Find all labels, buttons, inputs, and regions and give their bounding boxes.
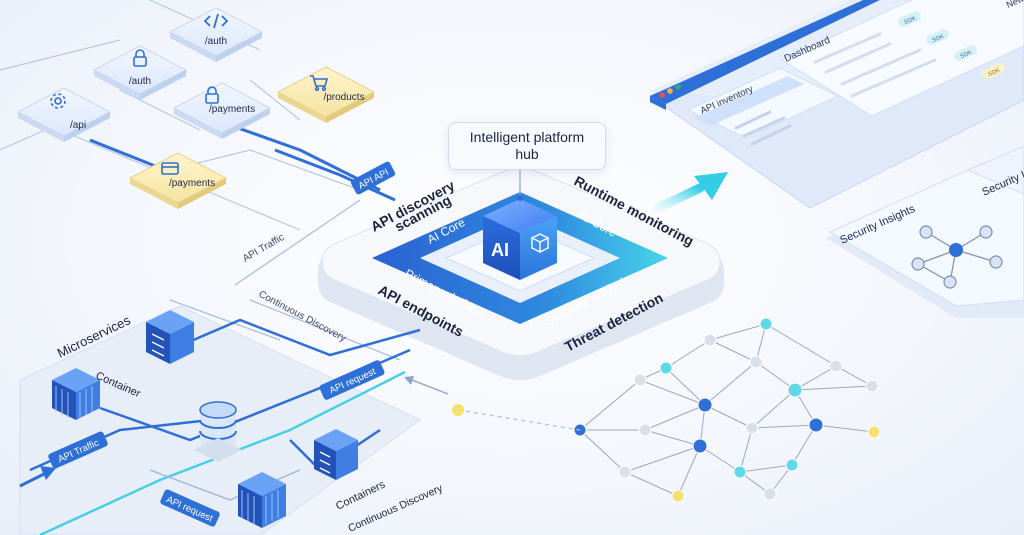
network-nodes <box>573 317 881 503</box>
badge-sdk: SDK <box>932 34 946 45</box>
endpoint-label: /auth <box>129 76 151 87</box>
cart-icon <box>310 75 329 92</box>
lock-icon <box>133 49 147 67</box>
traffic-lines <box>169 199 401 361</box>
card-icon <box>161 162 179 175</box>
lock-icon <box>205 86 219 104</box>
small-arrow-head <box>404 376 414 385</box>
hub-title-line1: Intelligent platform <box>469 129 585 145</box>
dashboard-badges: SDK SDK SDK SDK <box>898 11 1005 79</box>
node <box>787 382 803 398</box>
dashboard-window <box>648 0 1024 209</box>
node <box>759 317 773 331</box>
node <box>867 425 881 439</box>
label-containers: Containers <box>334 478 388 512</box>
yellow-node <box>452 404 464 416</box>
node <box>745 421 759 435</box>
window-dot-maximize[interactable] <box>675 84 681 90</box>
dashboard-tab-partial: New <box>1005 0 1024 10</box>
node <box>733 465 747 479</box>
server-cube-4[interactable] <box>238 472 286 528</box>
node <box>749 355 763 369</box>
node <box>618 465 632 479</box>
endpoint-label: /products <box>323 92 364 103</box>
endpoint-tile-code[interactable]: /auth <box>168 7 264 62</box>
window-dot-close[interactable] <box>659 92 665 98</box>
endpoint-tile-auth[interactable]: /auth <box>92 45 188 100</box>
flow-label-api-traffic: API Traffic <box>241 232 286 265</box>
server-cube-1[interactable] <box>146 310 194 364</box>
badge-sdk: SDK <box>904 16 918 27</box>
inbound-arrow-head <box>40 466 56 480</box>
arrow-to-dashboard <box>653 172 728 213</box>
server-cube-3[interactable] <box>314 429 358 480</box>
node <box>865 379 879 393</box>
ai-core-cube: AI <box>483 168 557 280</box>
node <box>808 417 824 433</box>
hub-title-line2: hub <box>515 146 539 162</box>
node <box>659 361 673 375</box>
node <box>697 397 713 413</box>
network-graph <box>579 323 875 497</box>
primary-flow-lines <box>89 116 396 202</box>
gear-icon <box>50 93 66 109</box>
security-insights-card <box>826 145 1024 318</box>
endpoint-tile-payments[interactable]: /payments <box>172 82 272 139</box>
badge-sdk: SDK <box>960 50 974 61</box>
small-arrow <box>411 379 449 395</box>
dashed-link <box>457 409 581 431</box>
node <box>785 458 799 472</box>
hub-title-callout: Intelligent platform hub <box>448 122 606 170</box>
ai-cube-label: AI <box>491 240 509 260</box>
window-dot-minimize[interactable] <box>667 88 673 94</box>
endpoint-label: /api <box>70 120 86 131</box>
endpoint-tile-products[interactable]: /products <box>276 66 376 123</box>
server-cube-2[interactable] <box>52 368 100 420</box>
badge-sdk: SDK <box>988 68 1002 79</box>
node <box>638 423 652 437</box>
endpoint-tile-payments-card[interactable]: /payments <box>128 152 228 209</box>
code-icon <box>203 13 229 29</box>
node <box>829 359 843 373</box>
node <box>671 489 685 503</box>
node <box>703 333 717 347</box>
endpoint-label: /payments <box>209 104 255 115</box>
endpoint-label: /payments <box>169 178 215 189</box>
cube-chip-icon <box>530 233 550 254</box>
insights-graph <box>911 225 1003 289</box>
endpoint-tile-api[interactable]: /api <box>16 87 112 142</box>
endpoint-label: /auth <box>205 36 227 47</box>
database-icon[interactable] <box>194 401 242 462</box>
node <box>763 487 777 501</box>
node <box>692 438 708 454</box>
node <box>633 373 647 387</box>
window-controls <box>659 84 681 98</box>
